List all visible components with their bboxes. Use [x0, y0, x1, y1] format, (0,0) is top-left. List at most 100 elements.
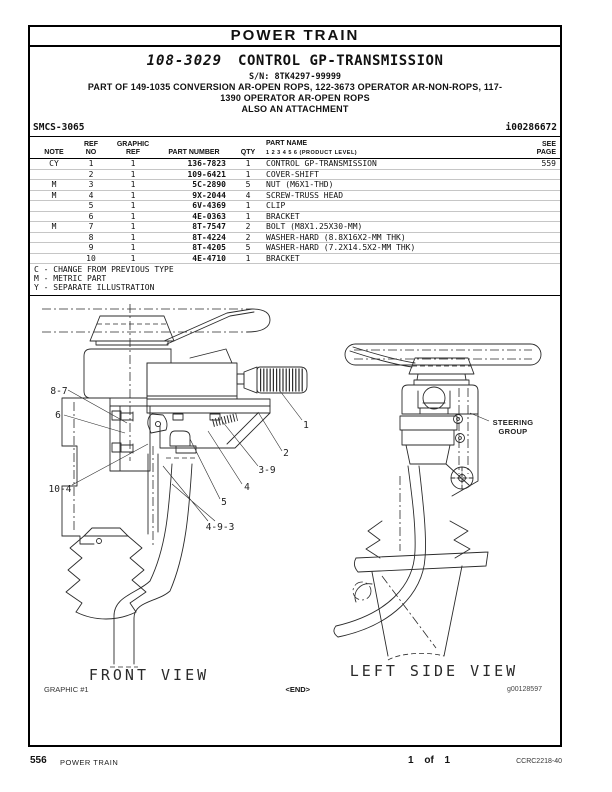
cell-qty: 1 [245, 211, 251, 221]
front-view-callouts: 8-7 6 10-4 1 2 3-9 4 5 4-9-3 [49, 386, 310, 533]
cell-graphic-ref: 1 [130, 201, 136, 210]
attachment-note: ALSO AN ATTACHMENT [241, 104, 349, 114]
table-row: 8 1 8T-4224 2 WASHER-HARD (8.8X16X2-MM T… [30, 232, 560, 243]
part-of-line-1: PART OF 149-1035 CONVERSION AR-OPEN ROPS… [87, 82, 503, 92]
callout-10-4: 10-4 [49, 484, 72, 495]
cell-qty: 1 [245, 159, 251, 168]
cell-part-number: 4E-0363 [192, 211, 226, 221]
cell-part-number: 4E-4710 [192, 253, 226, 263]
bracket-and-clip [147, 412, 271, 549]
cell-qty: 2 [245, 232, 251, 242]
cell-part-name: COVER-SHIFT [266, 169, 319, 179]
col-note: NOTE [44, 149, 64, 156]
front-view-diagram: 8-7 6 10-4 1 2 3-9 4 5 4-9-3 FRONT VIEW [42, 304, 310, 684]
cell-note: M [51, 222, 57, 231]
footer-sheet-count: 1 of 1 [408, 755, 451, 766]
cell-part-name: CONTROL GP-TRANSMISSION [266, 159, 377, 168]
cell-part-name: WASHER-HARD (8.8X16X2-MM THK) [266, 232, 406, 242]
cell-part-number: 5C-2890 [192, 180, 226, 189]
side-tube [333, 465, 426, 638]
side-boot-bellows [365, 476, 471, 559]
cell-part-name: BRACKET [266, 253, 300, 263]
cell-ref-no: 10 [86, 253, 96, 263]
cell-graphic-ref: 1 [130, 180, 136, 189]
table-legend: C - CHANGE FROM PREVIOUS TYPE M - METRIC… [30, 264, 560, 297]
footer-doc-code: CCRC2218-40 [516, 758, 562, 765]
table-row: 2 1 109-6421 1 COVER-SHIFT [30, 169, 560, 180]
cell-part-number: 9X-2044 [192, 190, 226, 200]
steering-wheel-side [344, 343, 542, 368]
serial-range: S/N: 8TK4297-99999 [248, 72, 342, 82]
cell-part-name: SCREW-TRUSS HEAD [266, 190, 344, 200]
end-marker: <END> [285, 684, 311, 694]
cell-qty: 4 [245, 190, 251, 200]
steering-group-label: STEERING GROUP [469, 413, 534, 436]
lower-column [371, 565, 463, 661]
cell-qty: 2 [245, 222, 251, 231]
table-row: M 4 1 9X-2044 4 SCREW-TRUSS HEAD [30, 190, 560, 201]
cell-note: M [51, 180, 57, 189]
cell-note: CY [49, 159, 59, 168]
diagram-area: 8-7 6 10-4 1 2 3-9 4 5 4-9-3 FRONT VIEW [30, 296, 560, 700]
cell-part-name: BOLT (M8X1.25X30-MM) [266, 222, 363, 231]
cell-part-number: 8T-4224 [192, 232, 226, 242]
steering-group-line1: STEERING [493, 418, 534, 427]
cell-part-number: 6V-4369 [192, 201, 226, 210]
callout-2: 2 [283, 448, 289, 459]
callout-5: 5 [221, 497, 227, 508]
legend-change-note: C - CHANGE FROM PREVIOUS TYPE [34, 265, 174, 274]
cell-ref-no: 7 [88, 222, 94, 231]
table-row: 9 1 8T-4205 5 WASHER-HARD (7.2X14.5X2-MM… [30, 243, 560, 254]
callout-8-7: 8-7 [50, 386, 67, 397]
smcs-row: SMCS-3065 i00286672 [30, 122, 560, 137]
cell-part-name: BRACKET [266, 211, 300, 221]
col-qty: QTY [240, 149, 256, 156]
callout-6: 6 [55, 410, 61, 421]
group-number: 108-3029 [146, 53, 223, 69]
cell-see-page: 559 [541, 159, 556, 168]
col-part-number: PART NUMBER [168, 149, 220, 156]
media-id: i00286672 [505, 122, 557, 133]
cell-part-number: 8T-4205 [192, 243, 226, 252]
smcs-code: SMCS-3065 [33, 122, 85, 133]
cell-graphic-ref: 1 [130, 243, 136, 252]
cell-ref-no: 3 [88, 180, 94, 189]
graphic-label: GRAPHIC #1 [44, 684, 89, 694]
front-view-caption: FRONT VIEW [89, 666, 209, 684]
cell-graphic-ref: 1 [130, 232, 136, 242]
group-title: 108-3029 CONTROL GP-TRANSMISSION [30, 52, 560, 70]
group-name: CONTROL GP-TRANSMISSION [238, 53, 444, 69]
cell-graphic-ref: 1 [130, 190, 136, 200]
steering-column [399, 357, 479, 497]
title-block: 108-3029 CONTROL GP-TRANSMISSION S/N: 8TK… [30, 47, 560, 115]
cell-ref-no: 2 [88, 169, 94, 179]
cell-graphic-ref: 1 [130, 169, 136, 179]
table-row: CY 1 1 136-7823 1 CONTROL GP-TRANSMISSIO… [30, 159, 560, 170]
table-row: M 3 1 5C-2890 5 NUT (M6X1-THD) [30, 180, 560, 191]
cell-qty: 1 [245, 201, 251, 210]
cell-part-number: 136-7823 [187, 159, 226, 168]
steering-group-line2: GROUP [498, 427, 527, 436]
boot-bellows [65, 527, 147, 620]
part-of-line-2: 1390 OPERATOR AR-OPEN ROPS [220, 93, 370, 103]
cell-part-number: 8T-7547 [192, 222, 226, 231]
left-side-view-diagram: STEERING GROUP LEFT SIDE VIEW [333, 343, 542, 680]
cell-part-name: WASHER-HARD (7.2X14.5X2-MM THK) [266, 243, 416, 252]
cell-graphic-ref: 1 [130, 253, 136, 263]
cell-qty: 1 [245, 253, 251, 263]
cell-part-number: 109-6421 [187, 169, 226, 179]
cell-ref-no: 9 [88, 243, 94, 252]
cell-ref-no: 6 [88, 211, 94, 221]
control-tube [110, 457, 198, 668]
table-row: 6 1 4E-0363 1 BRACKET [30, 211, 560, 222]
footer-page-number: 556 [30, 755, 47, 766]
cell-ref-no: 4 [88, 190, 94, 200]
cell-ref-no: 5 [88, 201, 94, 210]
cell-graphic-ref: 1 [130, 211, 136, 221]
callout-4-9-3: 4-9-3 [206, 522, 235, 533]
shift-knob [236, 366, 308, 394]
table-row: 10 1 4E-4710 1 BRACKET [30, 253, 560, 264]
table-row: 5 1 6V-4369 1 CLIP [30, 201, 560, 212]
